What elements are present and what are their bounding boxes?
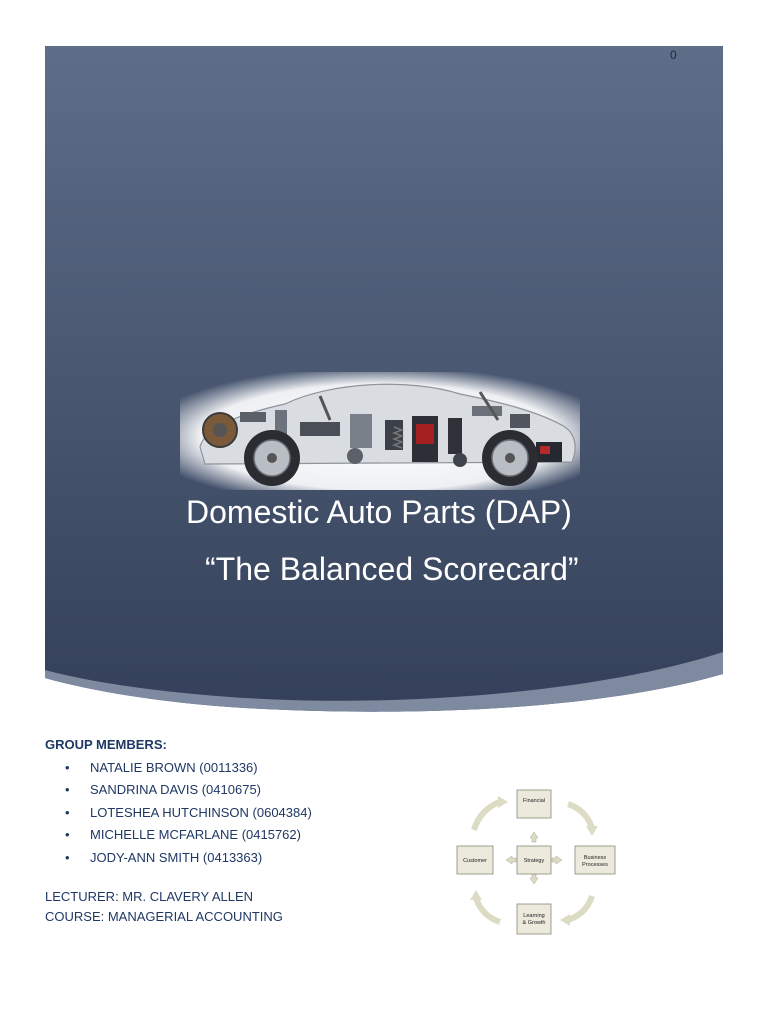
arrow-left-icon [505,855,517,865]
member-name: JODY-ANN SMITH (0413363) [90,849,263,865]
member-name: LOTESHEA HUTCHINSON (0604384) [90,804,312,820]
car-parts-image [180,372,580,490]
curved-arrow-icon [471,799,502,831]
lecturer-line: LECTURER: MR. CLAVERY ALLEN [45,889,254,904]
growth-label: & Growth [523,920,546,926]
arrow-right-icon [551,855,563,865]
list-item: • LOTESHEA HUTCHINSON (0604384) [45,802,312,824]
arrow-down-icon [529,873,539,885]
cover-swoosh [45,652,723,712]
document-subtitle: “The Balanced Scorecard” [205,551,579,587]
strategy-label: Strategy [524,858,545,864]
strategy-box [516,845,552,875]
page-number: 0 [670,48,677,62]
list-item: • NATALIE BROWN (0011336) [45,757,312,779]
curved-arrow-icon [566,894,595,923]
member-name: SANDRINA DAVIS (0410675) [90,782,261,798]
course-line: COURSE: MANAGERIAL ACCOUNTING [45,909,283,924]
financial-label: Financial [523,798,545,804]
document-title: Domestic Auto Parts (DAP) [186,494,572,530]
bullet-icon: • [65,782,70,798]
list-item: • SANDRINA DAVIS (0410675) [45,779,312,801]
curved-arrow-icon [566,801,595,830]
learning-growth-box [516,903,552,935]
member-name: NATALIE BROWN (0011336) [90,760,258,775]
balanced-scorecard-diagram: Financial Strategy Customer Business Pro… [456,789,616,935]
group-members-list: • NATALIE BROWN (0011336) • SANDRINA DAVIS… [45,757,312,869]
financial-box [516,789,552,819]
business-label: Business [584,855,607,861]
learning-label: Learning [523,913,544,919]
bullet-icon: • [65,804,70,820]
member-name: MICHELLE MCFARLANE (0415762) [90,827,301,843]
bullet-icon: • [65,849,70,865]
list-item: • JODY-ANN SMITH (0413363) [45,847,312,869]
customer-label: Customer [463,858,487,864]
group-members-heading: GROUP MEMBERS: [45,737,167,752]
bullet-icon: • [65,760,70,775]
arrow-up-icon [529,831,539,843]
business-processes-box [574,845,616,875]
curved-arrow-icon [473,896,502,925]
customer-box [456,845,494,875]
bullet-icon: • [65,827,70,843]
list-item: • MICHELLE MCFARLANE (0415762) [45,824,312,846]
processes-label: Processes [582,862,608,868]
